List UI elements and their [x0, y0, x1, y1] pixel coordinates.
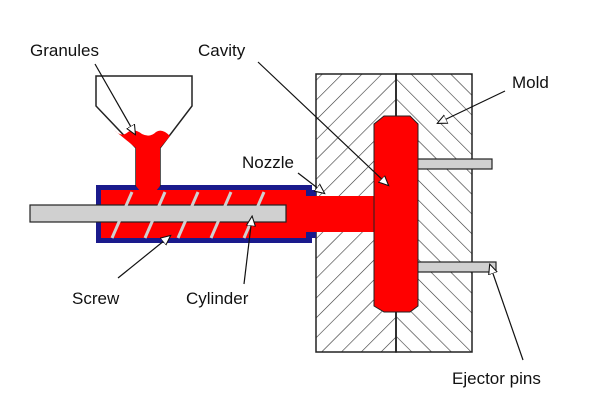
label-cylinder: Cylinder	[186, 289, 249, 308]
labels: Granules Cavity Mold Nozzle Screw Cylind…	[30, 41, 549, 388]
arrow-screw	[117, 236, 170, 279]
label-granules: Granules	[30, 41, 99, 60]
cavity	[373, 115, 419, 313]
screw	[29, 191, 287, 239]
hopper	[95, 75, 193, 196]
arrow-ejector-pins	[490, 265, 524, 361]
ejector-pin-top	[411, 158, 493, 170]
label-mold: Mold	[512, 73, 549, 92]
nozzle	[300, 190, 380, 238]
arrow-nozzle	[297, 172, 324, 193]
arrow-cylinder	[243, 217, 252, 285]
arrow-granules	[94, 63, 135, 134]
granules-fill	[114, 130, 170, 186]
ejector-pin-bottom	[411, 261, 497, 273]
label-nozzle: Nozzle	[242, 153, 294, 172]
label-screw: Screw	[72, 289, 120, 308]
arrow-mold	[438, 90, 506, 123]
leader-arrows	[94, 61, 524, 361]
arrow-cavity	[257, 61, 388, 185]
label-cavity: Cavity	[198, 41, 246, 60]
label-ejector-pins: Ejector pins	[452, 369, 541, 388]
